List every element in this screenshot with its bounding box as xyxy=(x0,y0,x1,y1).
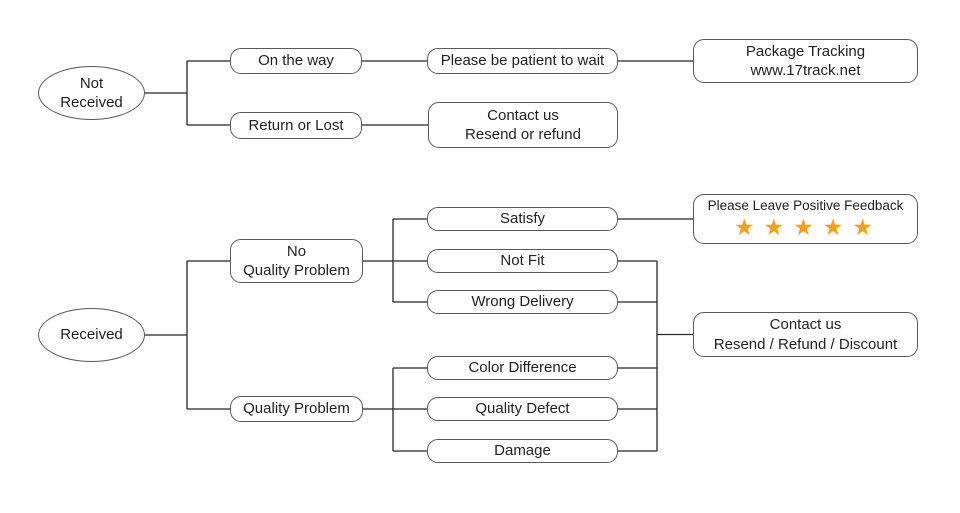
node-contact-us-resend-refund-discount: Contact us Resend / Refund / Discount xyxy=(693,312,918,357)
node-please-be-patient: Please be patient to wait xyxy=(427,48,618,74)
node-return-or-lost: Return or Lost xyxy=(230,112,362,139)
node-contact-us-resend-refund: Contact us Resend or refund xyxy=(428,102,618,148)
node-received: Received xyxy=(38,308,145,362)
connector-path xyxy=(145,60,693,452)
node-not-received-label: Not Received xyxy=(60,74,123,112)
node-package-tracking-label: Package Tracking www.17track.net xyxy=(745,42,866,80)
node-quality-problem-label: Quality Problem xyxy=(243,400,350,418)
node-received-label: Received xyxy=(60,326,123,344)
node-quality-defect-label: Quality Defect xyxy=(475,400,570,418)
node-no-quality-problem-label: No Quality Problem xyxy=(243,242,350,280)
node-package-tracking: Package Tracking www.17track.net xyxy=(693,39,918,83)
node-no-quality-problem: No Quality Problem xyxy=(230,239,363,283)
node-return-or-lost-label: Return or Lost xyxy=(248,116,344,134)
node-wrong-delivery-label: Wrong Delivery xyxy=(471,293,574,311)
node-not-fit: Not Fit xyxy=(427,249,618,273)
node-damage-label: Damage xyxy=(494,442,551,460)
node-color-difference: Color Difference xyxy=(427,356,618,380)
node-color-difference-label: Color Difference xyxy=(468,359,577,377)
node-quality-defect: Quality Defect xyxy=(427,397,618,421)
node-on-the-way: On the way xyxy=(230,48,362,74)
node-not-fit-label: Not Fit xyxy=(500,252,545,270)
node-satisfy: Satisfy xyxy=(427,207,618,231)
node-on-the-way-label: On the way xyxy=(258,52,334,70)
node-satisfy-label: Satisfy xyxy=(499,210,545,228)
five-star-rating-icon: ★★★★★ xyxy=(733,214,883,241)
node-damage: Damage xyxy=(427,439,618,463)
node-quality-problem: Quality Problem xyxy=(230,396,363,422)
node-contact-us-resend-refund-discount-label: Contact us Resend / Refund / Discount xyxy=(713,316,898,353)
node-positive-feedback-label: Please Leave Positive Feedback xyxy=(707,198,904,214)
node-not-received: Not Received xyxy=(38,66,145,120)
node-please-be-patient-label: Please be patient to wait xyxy=(440,52,605,70)
node-positive-feedback: Please Leave Positive Feedback ★★★★★ xyxy=(693,194,918,244)
node-contact-us-resend-refund-label: Contact us Resend or refund xyxy=(465,106,581,144)
node-wrong-delivery: Wrong Delivery xyxy=(427,290,618,314)
